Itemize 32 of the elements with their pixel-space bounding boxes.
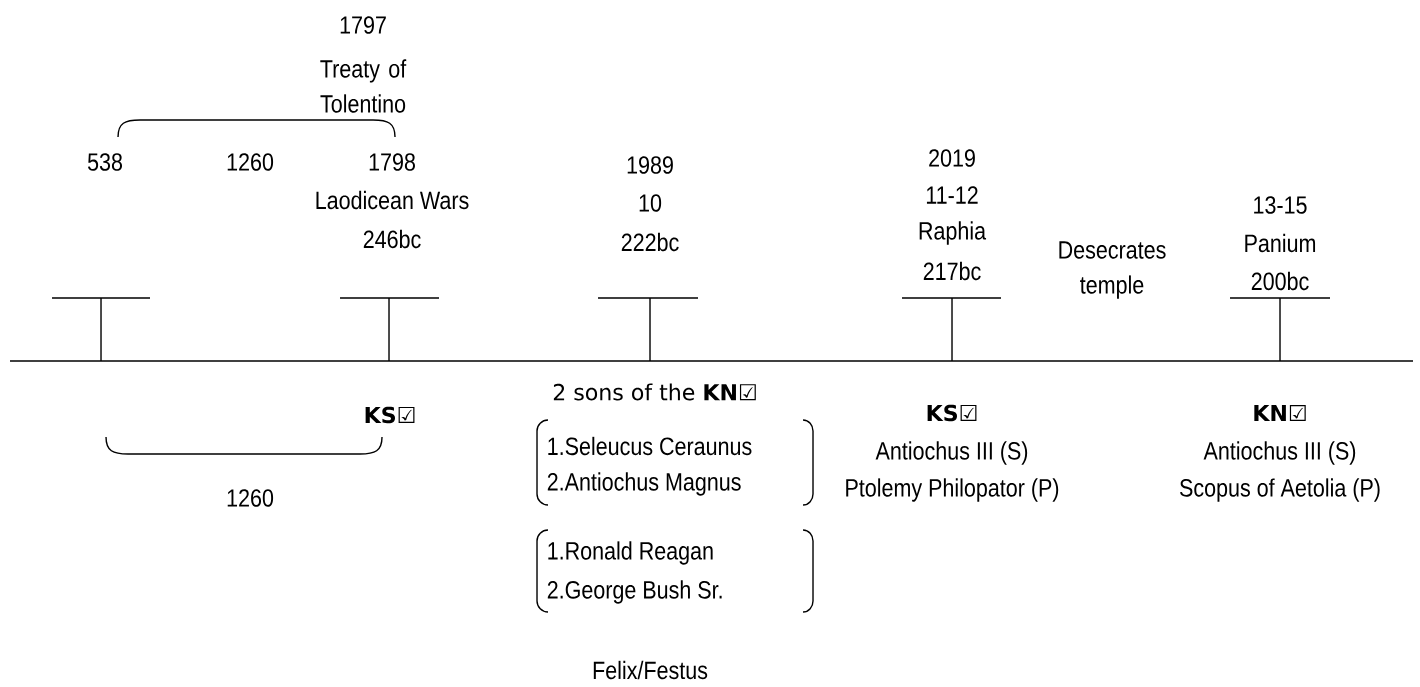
timeline-label: 222bc bbox=[621, 232, 679, 252]
timeline-label: Antiochus III (S) bbox=[875, 441, 1028, 465]
timeline-label: 11-12 bbox=[926, 186, 978, 204]
timeline-label: Ptolemy Philopator (P) bbox=[846, 478, 1059, 502]
timeline-label: KS☑ bbox=[927, 404, 977, 422]
timeline-label: KS☑ bbox=[365, 406, 415, 424]
timeline-label: 538 bbox=[87, 153, 122, 171]
timeline-label: 1260 bbox=[227, 153, 274, 171]
timeline-label: 1260 bbox=[227, 489, 274, 507]
timeline-label: 2019 bbox=[929, 149, 975, 167]
timeline-label: Felix/Festus bbox=[593, 660, 708, 680]
timeline-label: Scopus of Aetolia (P) bbox=[1180, 478, 1380, 502]
timeline-label: 1.Seleucus Ceraunus bbox=[548, 436, 752, 456]
timeline-label: 10 bbox=[639, 194, 662, 212]
timeline-label: 1.Ronald Reagan bbox=[548, 541, 713, 565]
timeline-label: Panium bbox=[1245, 233, 1316, 253]
timeline-label: 1797 bbox=[340, 16, 386, 34]
timeline-label: 13-15 bbox=[1254, 196, 1307, 214]
timeline-label: 2 sons of the KN☑ bbox=[553, 383, 756, 401]
timeline-label: KN☑ bbox=[1254, 404, 1306, 422]
timeline-label: Desecrates temple bbox=[1059, 241, 1166, 299]
timeline-label: 1989 bbox=[627, 156, 673, 174]
timeline-label: 200bc bbox=[1251, 271, 1309, 291]
timeline-label: 246bc bbox=[363, 229, 421, 249]
timeline-label: 1798 bbox=[369, 153, 415, 171]
timeline-label: 217bc bbox=[923, 261, 981, 281]
timeline-label: 2.George Bush Sr. bbox=[547, 580, 722, 604]
timeline-label: 2.Antiochus Magnus bbox=[547, 472, 741, 496]
timeline-label: Antiochus III (S) bbox=[1203, 441, 1356, 465]
timeline-label: Raphia bbox=[919, 221, 987, 245]
timeline-label: Treaty of Tolentino bbox=[320, 59, 407, 113]
timeline-label: Laodicean Wars bbox=[316, 190, 469, 210]
